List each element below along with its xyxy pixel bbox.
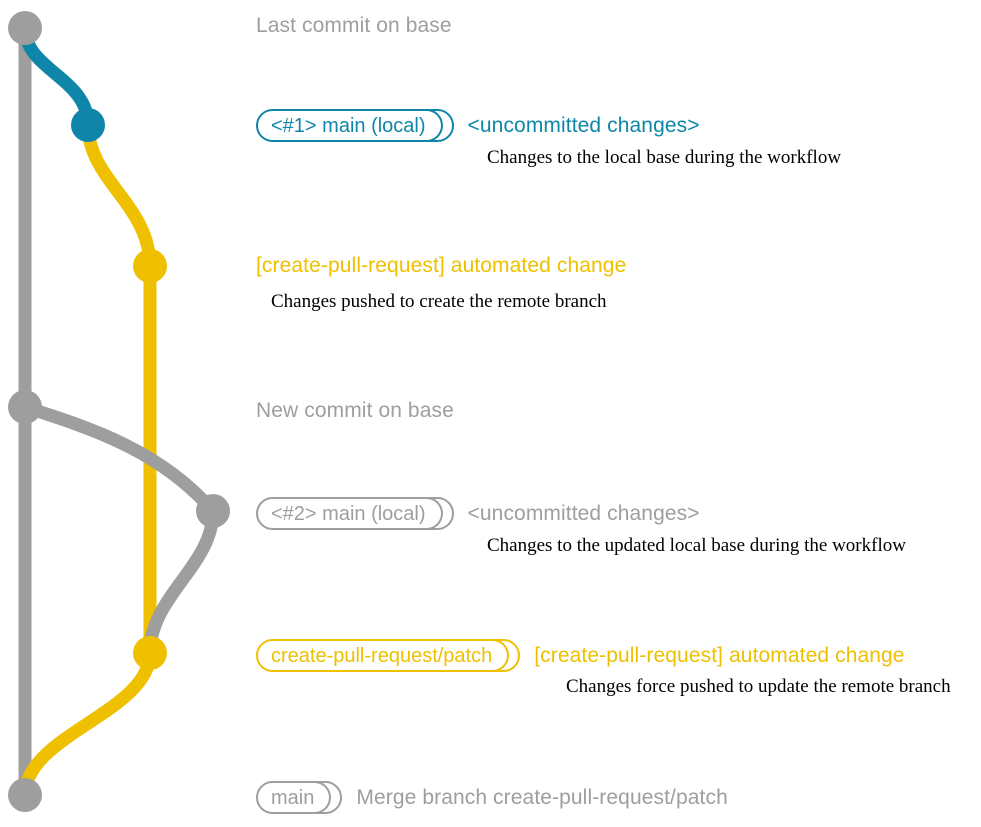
commit-row-automated-change-2: create-pull-request/patch [create-pull-r… [256, 639, 905, 672]
commit-subject-automated-change-2: [create-pull-request] automated change [534, 644, 905, 667]
commit-subject-merge-commit: Merge branch create-pull-request/patch [356, 786, 728, 809]
ref-badge-local-main-1[interactable]: <#1> main (local) [256, 109, 454, 142]
ref-badge-local-main-2[interactable]: <#2> main (local) [256, 497, 454, 530]
commit-dot-merge [8, 778, 42, 812]
commit-row-automated-change-1: [create-pull-request] automated change [256, 255, 626, 276]
commit-subject-last-commit-on-base: Last commit on base [256, 14, 452, 37]
commit-dot-automated-change-1 [133, 249, 167, 283]
commit-dot-uncommitted-2 [196, 494, 230, 528]
commit-note-local-main-2: Changes to the updated local base during… [487, 535, 906, 556]
ref-badge-main[interactable]: main [256, 781, 343, 814]
commit-note-automated-change-2: Changes force pushed to update the remot… [566, 676, 951, 697]
commit-dot-uncommitted-1 [71, 108, 105, 142]
commit-subject-local-main-1: <uncommitted changes> [467, 114, 700, 137]
commit-row-new-commit-on-base: New commit on base [256, 400, 454, 421]
commit-subject-new-commit-on-base: New commit on base [256, 399, 454, 422]
commit-row-last-commit-on-base: Last commit on base [256, 15, 452, 36]
commit-dot-automated-change-2 [133, 636, 167, 670]
commit-row-local-main-1: <#1> main (local) <uncommitted changes> [256, 109, 700, 142]
edge-local-1-to-patch-1 [81, 124, 157, 267]
edge-base-to-local-2 [23, 400, 218, 516]
commit-subject-local-main-2: <uncommitted changes> [467, 502, 700, 525]
edge-patch-2-to-merge [18, 652, 157, 796]
commit-note-local-main-1: Changes to the local base during the wor… [487, 147, 842, 168]
commit-row-merge-commit: main Merge branch create-pull-request/pa… [256, 781, 728, 814]
ref-badge-create-pull-request-patch[interactable]: create-pull-request/patch [256, 639, 521, 672]
commit-dot-last-on-base [8, 11, 42, 45]
edge-local-2-to-patch-2 [143, 510, 220, 654]
commit-dots [8, 11, 230, 812]
commit-subject-automated-change-1: [create-pull-request] automated change [256, 254, 627, 277]
commit-dot-new-on-base [8, 390, 42, 424]
commit-note-automated-change-1: Changes pushed to create the remote bran… [271, 291, 607, 312]
commit-row-local-main-2: <#2> main (local) <uncommitted changes> [256, 497, 700, 530]
